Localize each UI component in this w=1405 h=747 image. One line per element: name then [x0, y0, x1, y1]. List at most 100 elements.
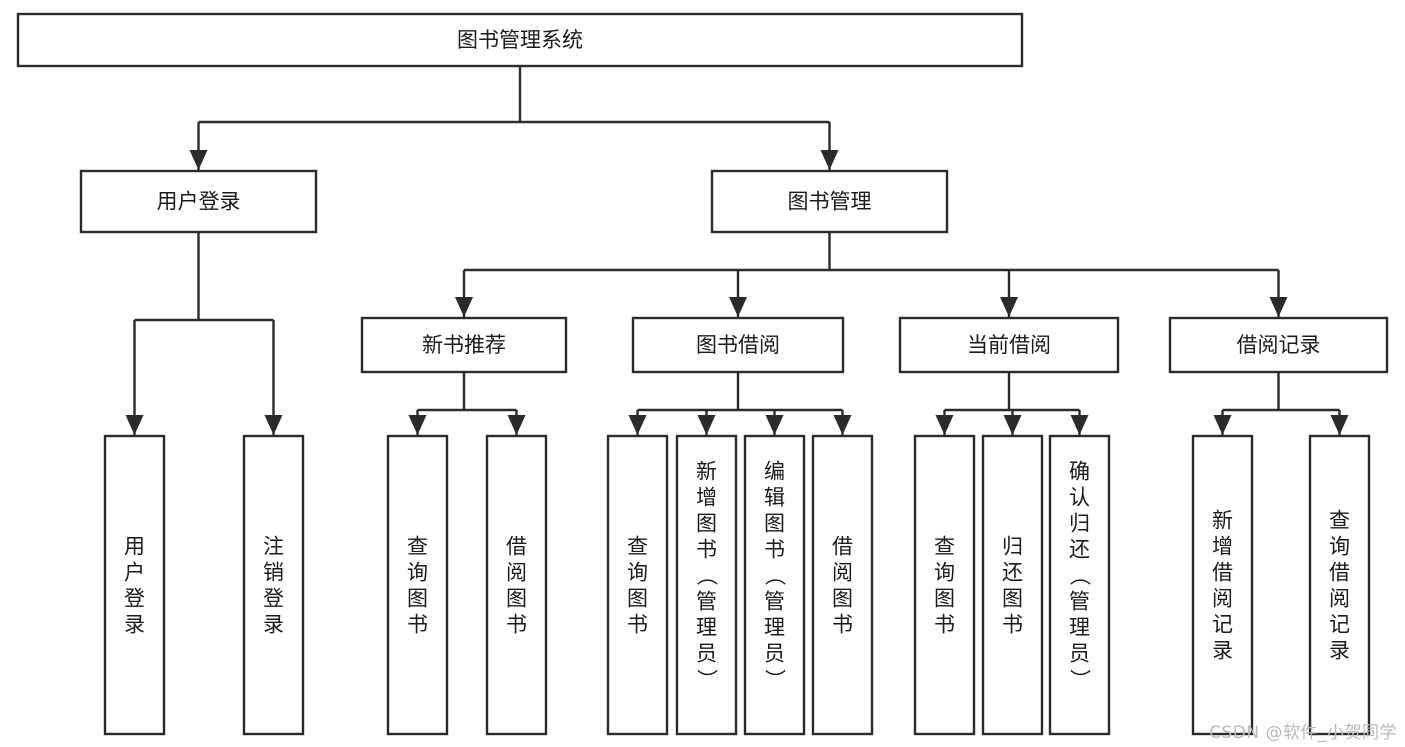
node-label-char: 书	[506, 612, 527, 636]
node-box	[631, 316, 845, 374]
csdn-watermark: CSDN @软件_小贺同学	[1209, 723, 1397, 743]
node-label-char: 借	[832, 534, 853, 558]
node-label-char: 询	[407, 560, 428, 584]
node-label-char: 书	[832, 612, 853, 636]
node-label-char: 图	[1002, 586, 1023, 610]
node-label-char: 新	[696, 459, 717, 483]
arrow-head-icon	[765, 415, 784, 435]
node-book-management[interactable]: 图书管理	[710, 169, 949, 234]
node-box	[1048, 434, 1111, 736]
node-borrow-record[interactable]: 借阅记录	[1168, 316, 1389, 374]
node-box	[16, 12, 1024, 68]
node-label-char: 录	[124, 612, 145, 636]
node-label-char: 录	[1212, 638, 1233, 662]
node-box	[710, 169, 949, 234]
node-label-char: ）	[695, 669, 719, 690]
node-label-char: 询	[934, 560, 955, 584]
node-box	[675, 434, 738, 736]
node-label-char: 书	[696, 537, 717, 561]
node-label-char: 还	[1002, 560, 1023, 584]
arrow-head-icon	[935, 415, 954, 435]
node-label-char: 管	[764, 589, 785, 613]
node-box	[1191, 434, 1254, 736]
node-label: 图书管理系统	[457, 28, 583, 52]
node-label-char: 录	[263, 612, 284, 636]
arrow-head-icon	[628, 415, 647, 435]
node-label-char: 书	[764, 537, 785, 561]
node-label-char: 图	[764, 511, 785, 535]
node-box	[485, 434, 548, 736]
node-label-char: 新	[1212, 508, 1233, 532]
node-label-char: 图	[407, 586, 428, 610]
node-label-char: 查	[627, 534, 648, 558]
arrow-head-icon	[820, 150, 839, 170]
node-label-char: 登	[263, 586, 284, 610]
node-label-char: 还	[1069, 537, 1090, 561]
node-root[interactable]: 图书管理系统	[16, 12, 1024, 68]
node-label-char: 书	[407, 612, 428, 636]
node-label: 当前借阅	[967, 333, 1051, 357]
node-label: 借阅记录	[1237, 333, 1321, 357]
node-label-char: 查	[1329, 508, 1350, 532]
node-box	[103, 434, 166, 736]
node-new-book-recommend[interactable]: 新书推荐	[360, 316, 568, 374]
node-label-char: 询	[1329, 534, 1350, 558]
node-label-char: 图	[696, 511, 717, 535]
node-label-char: （	[1068, 565, 1092, 586]
node-label-char: 户	[124, 560, 145, 584]
node-label-char: 管	[1069, 589, 1090, 613]
node-box	[1308, 434, 1371, 736]
node-label-char: 图	[934, 586, 955, 610]
node-label-char: （	[695, 565, 719, 586]
node-box	[242, 434, 305, 736]
node-label-char: 员	[764, 641, 785, 665]
node-label-char: 理	[764, 615, 785, 639]
node-book-borrow[interactable]: 图书借阅	[631, 316, 845, 374]
node-leaf-user-login[interactable]: 用户登录	[103, 434, 166, 736]
node-label-char: 阅	[1212, 586, 1233, 610]
node-label-char: 借	[1212, 560, 1233, 584]
node-label-char: 确	[1069, 459, 1090, 483]
node-label-char: ）	[763, 669, 787, 690]
node-box	[1168, 316, 1389, 374]
node-label: 新书推荐	[422, 333, 506, 357]
node-label-char: 书	[1002, 612, 1023, 636]
arrow-head-icon	[833, 415, 852, 435]
node-box	[360, 316, 568, 374]
node-box	[606, 434, 669, 736]
node-label-char: 销	[263, 560, 284, 584]
node-label-char: 询	[627, 560, 648, 584]
node-box	[386, 434, 449, 736]
node-label-char: 阅	[506, 560, 527, 584]
arrow-head-icon	[1070, 415, 1089, 435]
node-box	[743, 434, 806, 736]
node-label-char: 记	[1212, 612, 1233, 636]
node-label-char: 书	[934, 612, 955, 636]
arrow-head-icon	[408, 415, 427, 435]
node-label-char: 登	[124, 586, 145, 610]
node-label-char: 阅	[1329, 586, 1350, 610]
node-current-borrow[interactable]: 当前借阅	[898, 316, 1120, 374]
node-label-char: 借	[506, 534, 527, 558]
arrow-head-icon	[455, 297, 473, 317]
node-label: 用户登录	[157, 190, 241, 214]
node-label-char: 理	[1069, 615, 1090, 639]
node-label-char: （	[763, 565, 787, 586]
node-user-login[interactable]: 用户登录	[79, 169, 318, 234]
node-label-char: 图	[506, 586, 527, 610]
node-label-char: 注	[263, 534, 284, 558]
node-box	[981, 434, 1044, 736]
arrow-head-icon	[507, 415, 526, 435]
